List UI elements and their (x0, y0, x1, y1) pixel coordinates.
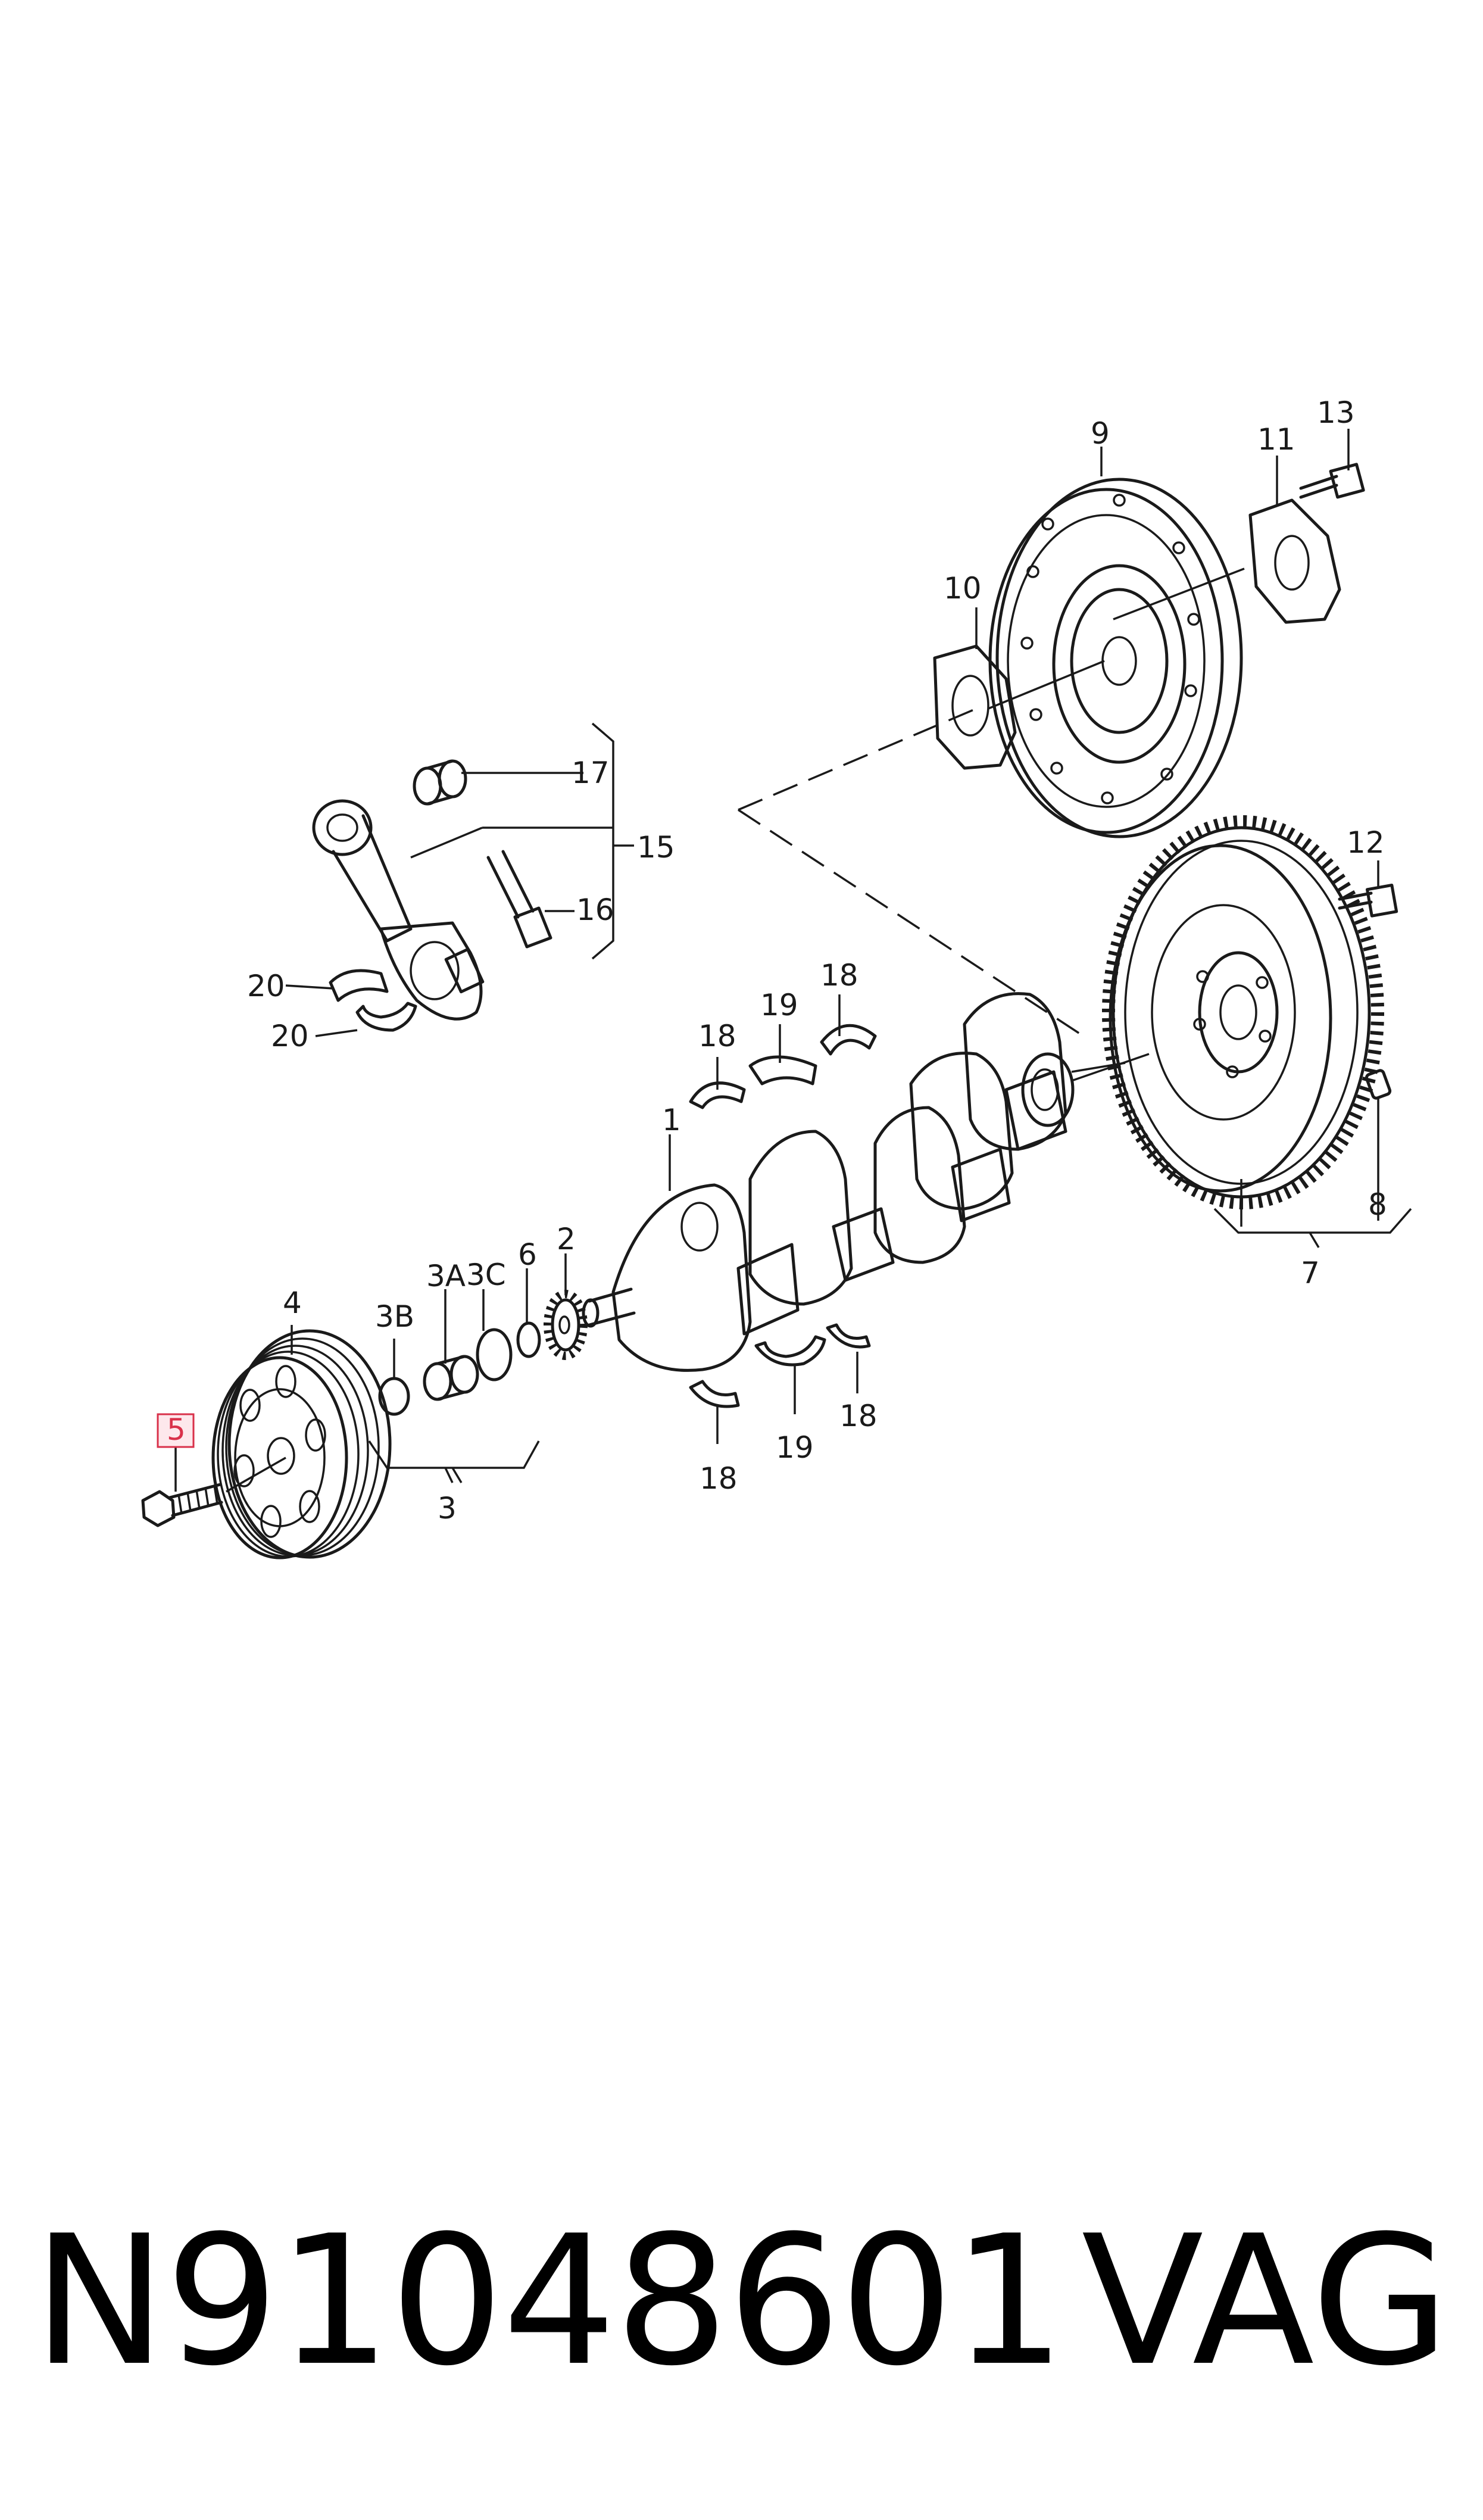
callout-3b: 3B (375, 1299, 414, 1334)
assembly-line-b (738, 809, 1084, 1037)
callout-16: 16 (576, 893, 614, 927)
flywheel (1102, 815, 1384, 1209)
callout-5: 5 (167, 1412, 186, 1447)
connecting-rod (312, 799, 485, 1021)
callout-18c: 18 (700, 1461, 738, 1496)
callout-20a: 20 (247, 969, 285, 1003)
callout-20b: 20 (271, 1019, 309, 1053)
bushing-17 (413, 759, 467, 806)
pulley-4 (211, 1329, 392, 1560)
bolt-5 (141, 1483, 223, 1527)
callout-19b: 19 (776, 1430, 814, 1465)
callout-7: 7 (1301, 1256, 1320, 1290)
callout-18b: 18 (820, 958, 858, 993)
thrust-washer-18d (826, 1323, 871, 1349)
callout-2: 2 (557, 1222, 576, 1256)
shim-plate-10 (933, 644, 1017, 770)
part-number: N91048601 (33, 2197, 1066, 2405)
bracket-3 (368, 1440, 540, 1483)
thrust-washer-18c (689, 1380, 740, 1408)
bearing-shell-19a (748, 1055, 817, 1086)
callout-3c: 3C (466, 1258, 506, 1292)
dowel-pin-8 (1365, 1069, 1392, 1100)
thrust-washer-18b (820, 1024, 877, 1056)
bearing-shell-20a (329, 969, 389, 1002)
callout-10: 10 (944, 571, 982, 606)
bolt-16 (486, 850, 552, 949)
callout-8: 8 (1368, 1187, 1387, 1222)
bolt-12 (1338, 884, 1398, 918)
callout-5-highlight[interactable]: 5 (157, 1412, 195, 1448)
shim-plate-11 (1248, 498, 1341, 624)
callout-1: 1 (662, 1103, 681, 1137)
callout-12: 12 (1347, 825, 1385, 860)
ring-3c (476, 1328, 513, 1381)
callout-3: 3 (438, 1491, 457, 1526)
bracket-7 (1213, 1208, 1412, 1248)
callout-9: 9 (1091, 416, 1110, 451)
callout-6: 6 (518, 1237, 537, 1272)
callout-4: 4 (283, 1286, 302, 1320)
bearing-shell-20b (355, 1002, 417, 1032)
washer-3b (378, 1377, 410, 1416)
callout-11: 11 (1257, 422, 1295, 457)
footer: N91048601 VAG (33, 2203, 1450, 2400)
callout-3a: 3A (426, 1259, 466, 1293)
brand-label: VAG (1081, 2197, 1450, 2405)
callout-15: 15 (637, 830, 675, 865)
bolt-13 (1299, 463, 1365, 499)
callout-17: 17 (572, 756, 610, 790)
callout-18d: 18 (839, 1399, 878, 1433)
sprocket-2 (544, 1290, 588, 1360)
crankshaft (582, 992, 1075, 1372)
callout-13: 13 (1317, 395, 1355, 430)
callout-18a: 18 (698, 1019, 736, 1053)
callout-19a: 19 (760, 988, 798, 1022)
drive-plate (988, 478, 1243, 838)
assembly-line-a (738, 707, 977, 811)
sleeve-3a (423, 1355, 479, 1401)
bearing-shell-19b (754, 1335, 826, 1367)
shim-6 (516, 1321, 541, 1358)
bracket-15 (591, 722, 634, 960)
leader-lines (174, 429, 1379, 1493)
thrust-washer-18a (689, 1081, 746, 1109)
